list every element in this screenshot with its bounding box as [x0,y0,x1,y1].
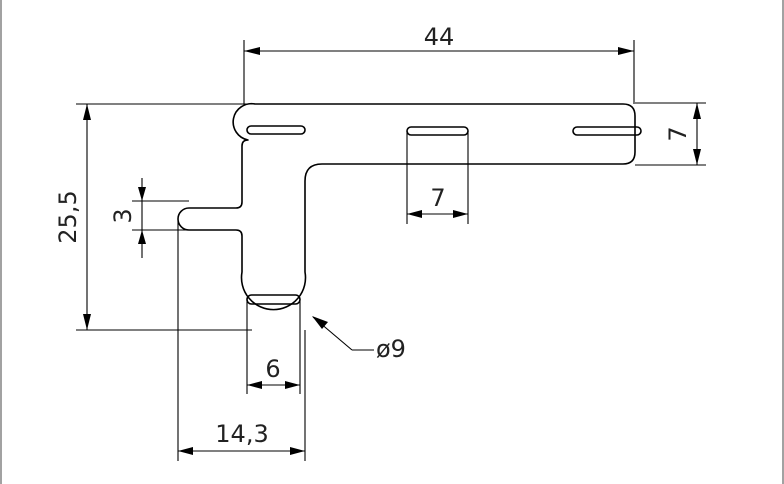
dim-6: 6 [246,300,301,394]
dim-3: 3 [109,178,189,258]
slot-right [572,126,642,136]
dim-6-label: 6 [265,355,280,383]
dim-44: 44 [243,23,635,104]
dim-diameter: ø9 [312,316,406,363]
dim-44-label: 44 [424,23,455,51]
slot-left [246,125,306,135]
dim-14-3-label: 14,3 [215,420,268,448]
dim-7-slot-label: 7 [430,184,445,212]
dim-3-label: 3 [109,208,137,223]
dim-7-slot: 7 [406,131,469,224]
profile-outline [177,102,636,311]
slot-middle [406,126,469,136]
dim-25-5-label: 25,5 [54,190,82,243]
dim-25-5: 25,5 [54,103,255,331]
dim-14-3: 14,3 [177,221,306,461]
dim-7-right: 7 [635,102,706,166]
dim-7-right-label: 7 [664,126,692,141]
dim-diameter-label: ø9 [376,335,406,363]
slot-bulb [246,294,301,305]
